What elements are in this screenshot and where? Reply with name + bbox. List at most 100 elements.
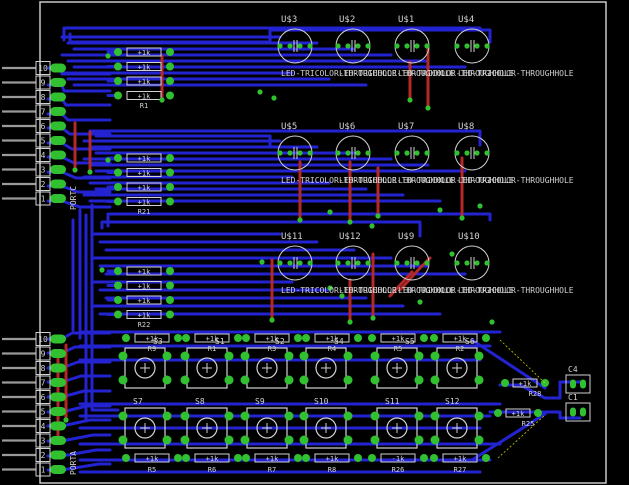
switch-ref-label: S10 <box>314 397 329 406</box>
led-ref-label: U$5 <box>281 122 297 132</box>
resistor-pad <box>302 334 310 342</box>
switch-ref-label: S4 <box>334 337 344 346</box>
resistor-ref-label: R1 <box>208 345 216 353</box>
via <box>105 157 111 163</box>
switch-ref-label: S12 <box>445 397 460 406</box>
switch-actuator <box>386 357 408 379</box>
resistor-value-label: +1k <box>138 170 151 178</box>
resistor-value-label: +1k <box>138 312 151 320</box>
connector-pad <box>50 78 66 87</box>
switch-pad <box>414 375 424 385</box>
switch-pad <box>474 375 484 385</box>
via <box>347 319 353 325</box>
switch-actuator <box>256 417 278 439</box>
switch-pad <box>430 411 440 421</box>
connector-pin-number: 5 <box>41 137 46 146</box>
connector-pin-frame <box>35 119 51 133</box>
via <box>345 43 351 49</box>
via <box>464 150 470 156</box>
resistor-pad <box>242 334 250 342</box>
resistor-value-label: +1k <box>146 455 159 463</box>
via <box>474 260 480 266</box>
switch-pad <box>118 375 128 385</box>
switch-pad <box>224 351 234 361</box>
resistor-pad <box>122 334 130 342</box>
resistor-body <box>314 453 350 463</box>
switch-body <box>305 407 347 449</box>
connector-pin-number: 6 <box>41 122 46 131</box>
switch-pad <box>224 375 234 385</box>
via <box>394 43 400 49</box>
via <box>159 97 165 103</box>
resistor-ref-label: R28 <box>529 390 542 398</box>
via <box>63 417 69 423</box>
via <box>424 150 430 156</box>
switch-pad <box>224 435 234 445</box>
connector-pin-frame <box>35 162 51 177</box>
connector-pin-number: 3 <box>41 166 46 175</box>
switch-pad <box>180 375 190 385</box>
led-value-label: LED-TRICOLOR-THROUGHHOLE <box>339 286 455 295</box>
connector-pin-frame <box>35 361 51 375</box>
switch-actuator <box>196 417 218 439</box>
connector-pin-frame <box>35 148 51 162</box>
switch-body <box>436 347 478 389</box>
via <box>257 89 263 95</box>
via <box>327 285 333 291</box>
switch-pad <box>474 411 484 421</box>
resistor-ref-label: R5 <box>394 345 402 353</box>
connector-pin-number: 4 <box>41 422 46 431</box>
resistor-pad <box>166 154 174 162</box>
resistor-body <box>126 91 162 100</box>
via <box>477 203 483 209</box>
via <box>414 43 420 49</box>
switch-actuator <box>386 417 408 439</box>
connector-pad <box>50 165 66 174</box>
connector-pad <box>50 349 66 358</box>
resistor-pad <box>174 454 182 462</box>
switch-pad <box>240 375 250 385</box>
resistor-body <box>442 333 478 343</box>
switch-ref-label: S3 <box>153 337 163 346</box>
resistor-pad <box>430 454 438 462</box>
resistor-value-label: +1k <box>326 455 339 463</box>
resistor-body <box>194 333 230 343</box>
board-outline <box>39 1 607 484</box>
connector-pin-number: 5 <box>41 408 46 417</box>
via <box>72 167 78 173</box>
resistor-pad <box>114 281 122 290</box>
resistor-ref-label: R6 <box>208 466 216 474</box>
resistor-body <box>126 47 162 57</box>
bottom-trace <box>100 220 422 238</box>
switch-body <box>246 347 288 389</box>
via <box>414 260 420 266</box>
switch-pad <box>240 411 250 421</box>
resistor-pad <box>534 409 542 417</box>
resistor-pad <box>166 48 174 56</box>
resistor-value-label: +1k <box>392 335 405 343</box>
bottom-trace <box>68 28 492 44</box>
resistor-pad <box>114 310 122 319</box>
connector-pad <box>50 421 66 431</box>
connector-pad <box>50 121 66 131</box>
via <box>484 260 490 266</box>
resistor-value-label: +1k <box>512 410 525 418</box>
led-value-label: LED-TRICOLOR-THROUGHHOLE <box>458 69 574 78</box>
led-ref-label: U$3 <box>281 15 297 25</box>
resistor-ref-label: R5 <box>148 466 156 474</box>
connector-pin-number: 10 <box>38 335 48 344</box>
resistor-value-label: +1k <box>138 49 151 57</box>
switch-pad <box>162 351 172 361</box>
resistor-pad <box>242 454 250 462</box>
resistor-body <box>380 333 416 343</box>
resistor-pad <box>430 334 438 342</box>
switch-pad <box>180 435 190 445</box>
connector-pin-number: 2 <box>41 451 46 460</box>
led-ref-label: U$8 <box>458 122 474 132</box>
connector-pad <box>50 436 66 445</box>
led-ref-label: U$7 <box>398 122 414 132</box>
via <box>437 207 443 213</box>
connector-pad <box>50 334 66 344</box>
led-ref-label: U$10 <box>458 232 480 242</box>
